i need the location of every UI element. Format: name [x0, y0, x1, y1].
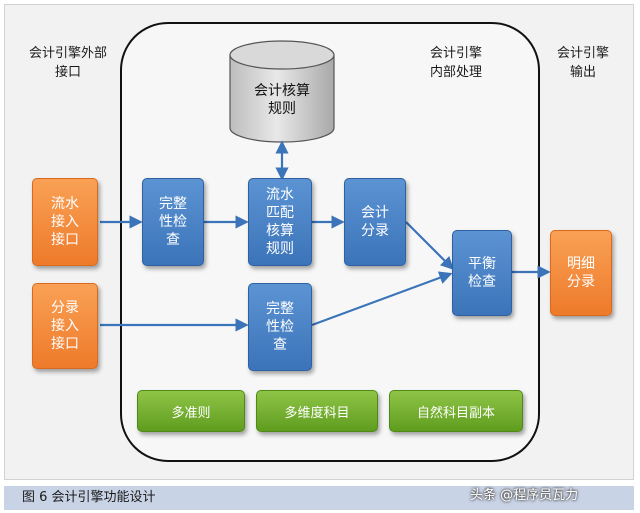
entry-input-interface[interactable]: 分录接入接口 [32, 283, 98, 369]
figure-caption: 图 6 会计引擎功能设计 [4, 486, 634, 510]
integrity-check-node-1[interactable]: 完整性检查 [142, 178, 204, 266]
accounting-entry-node[interactable]: 会计分录 [344, 178, 406, 266]
database-label: 会计核算规则 [254, 83, 310, 117]
arrow-check2-to-balance [311, 271, 453, 327]
arrow-entry-to-balance [405, 221, 454, 270]
label-external-interface: 会计引擎外部接口 [28, 46, 107, 80]
label-engine-output: 会计引擎输出 [556, 46, 609, 80]
flow-matching-node[interactable]: 流水匹配核算规则 [248, 178, 312, 266]
feature-multi-dimension-account[interactable]: 多维度科目 [256, 390, 378, 432]
flow-input-interface[interactable]: 流水接入接口 [32, 178, 98, 266]
label-internal-processing: 会计引擎内部处理 [429, 46, 482, 80]
detail-entry-output[interactable]: 明细分录 [550, 230, 612, 316]
watermark: 头条 @程序员瓦力 [470, 488, 579, 503]
feature-multi-standard[interactable]: 多准则 [137, 390, 245, 432]
balance-check-node[interactable]: 平衡检查 [452, 230, 512, 316]
database-cylinder [229, 40, 335, 143]
feature-natural-account-copy[interactable]: 自然科目副本 [389, 390, 523, 432]
integrity-check-node-2[interactable]: 完整性检查 [248, 283, 312, 371]
